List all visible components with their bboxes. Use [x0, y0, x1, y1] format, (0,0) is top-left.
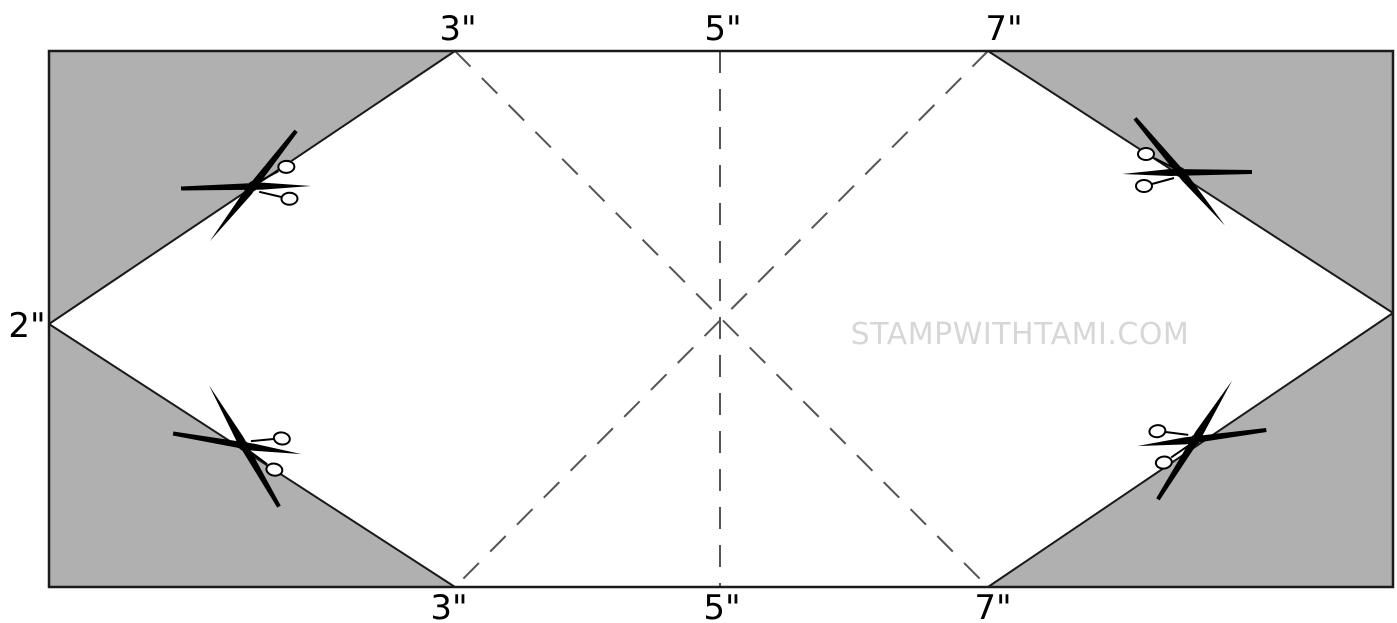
- fold-line-diagonal-a: [454, 50, 989, 588]
- left-label-2: 2": [8, 306, 45, 346]
- top-label-5: 5": [704, 9, 741, 49]
- bottom-labels: 3" 5" 7": [430, 588, 1011, 623]
- bottom-label-3: 3": [430, 588, 467, 623]
- watermark-text: STAMPWITHTAMI.COM: [851, 317, 1190, 352]
- bottom-label-7: 7": [974, 588, 1011, 623]
- top-label-3: 3": [439, 9, 476, 49]
- fold-line-diagonal-b: [454, 50, 989, 588]
- top-label-7: 7": [985, 9, 1022, 49]
- fold-lines: [454, 50, 989, 588]
- top-labels: 3" 5" 7": [439, 9, 1022, 49]
- paper-outline: [47, 49, 1395, 589]
- bottom-label-5: 5": [703, 588, 740, 623]
